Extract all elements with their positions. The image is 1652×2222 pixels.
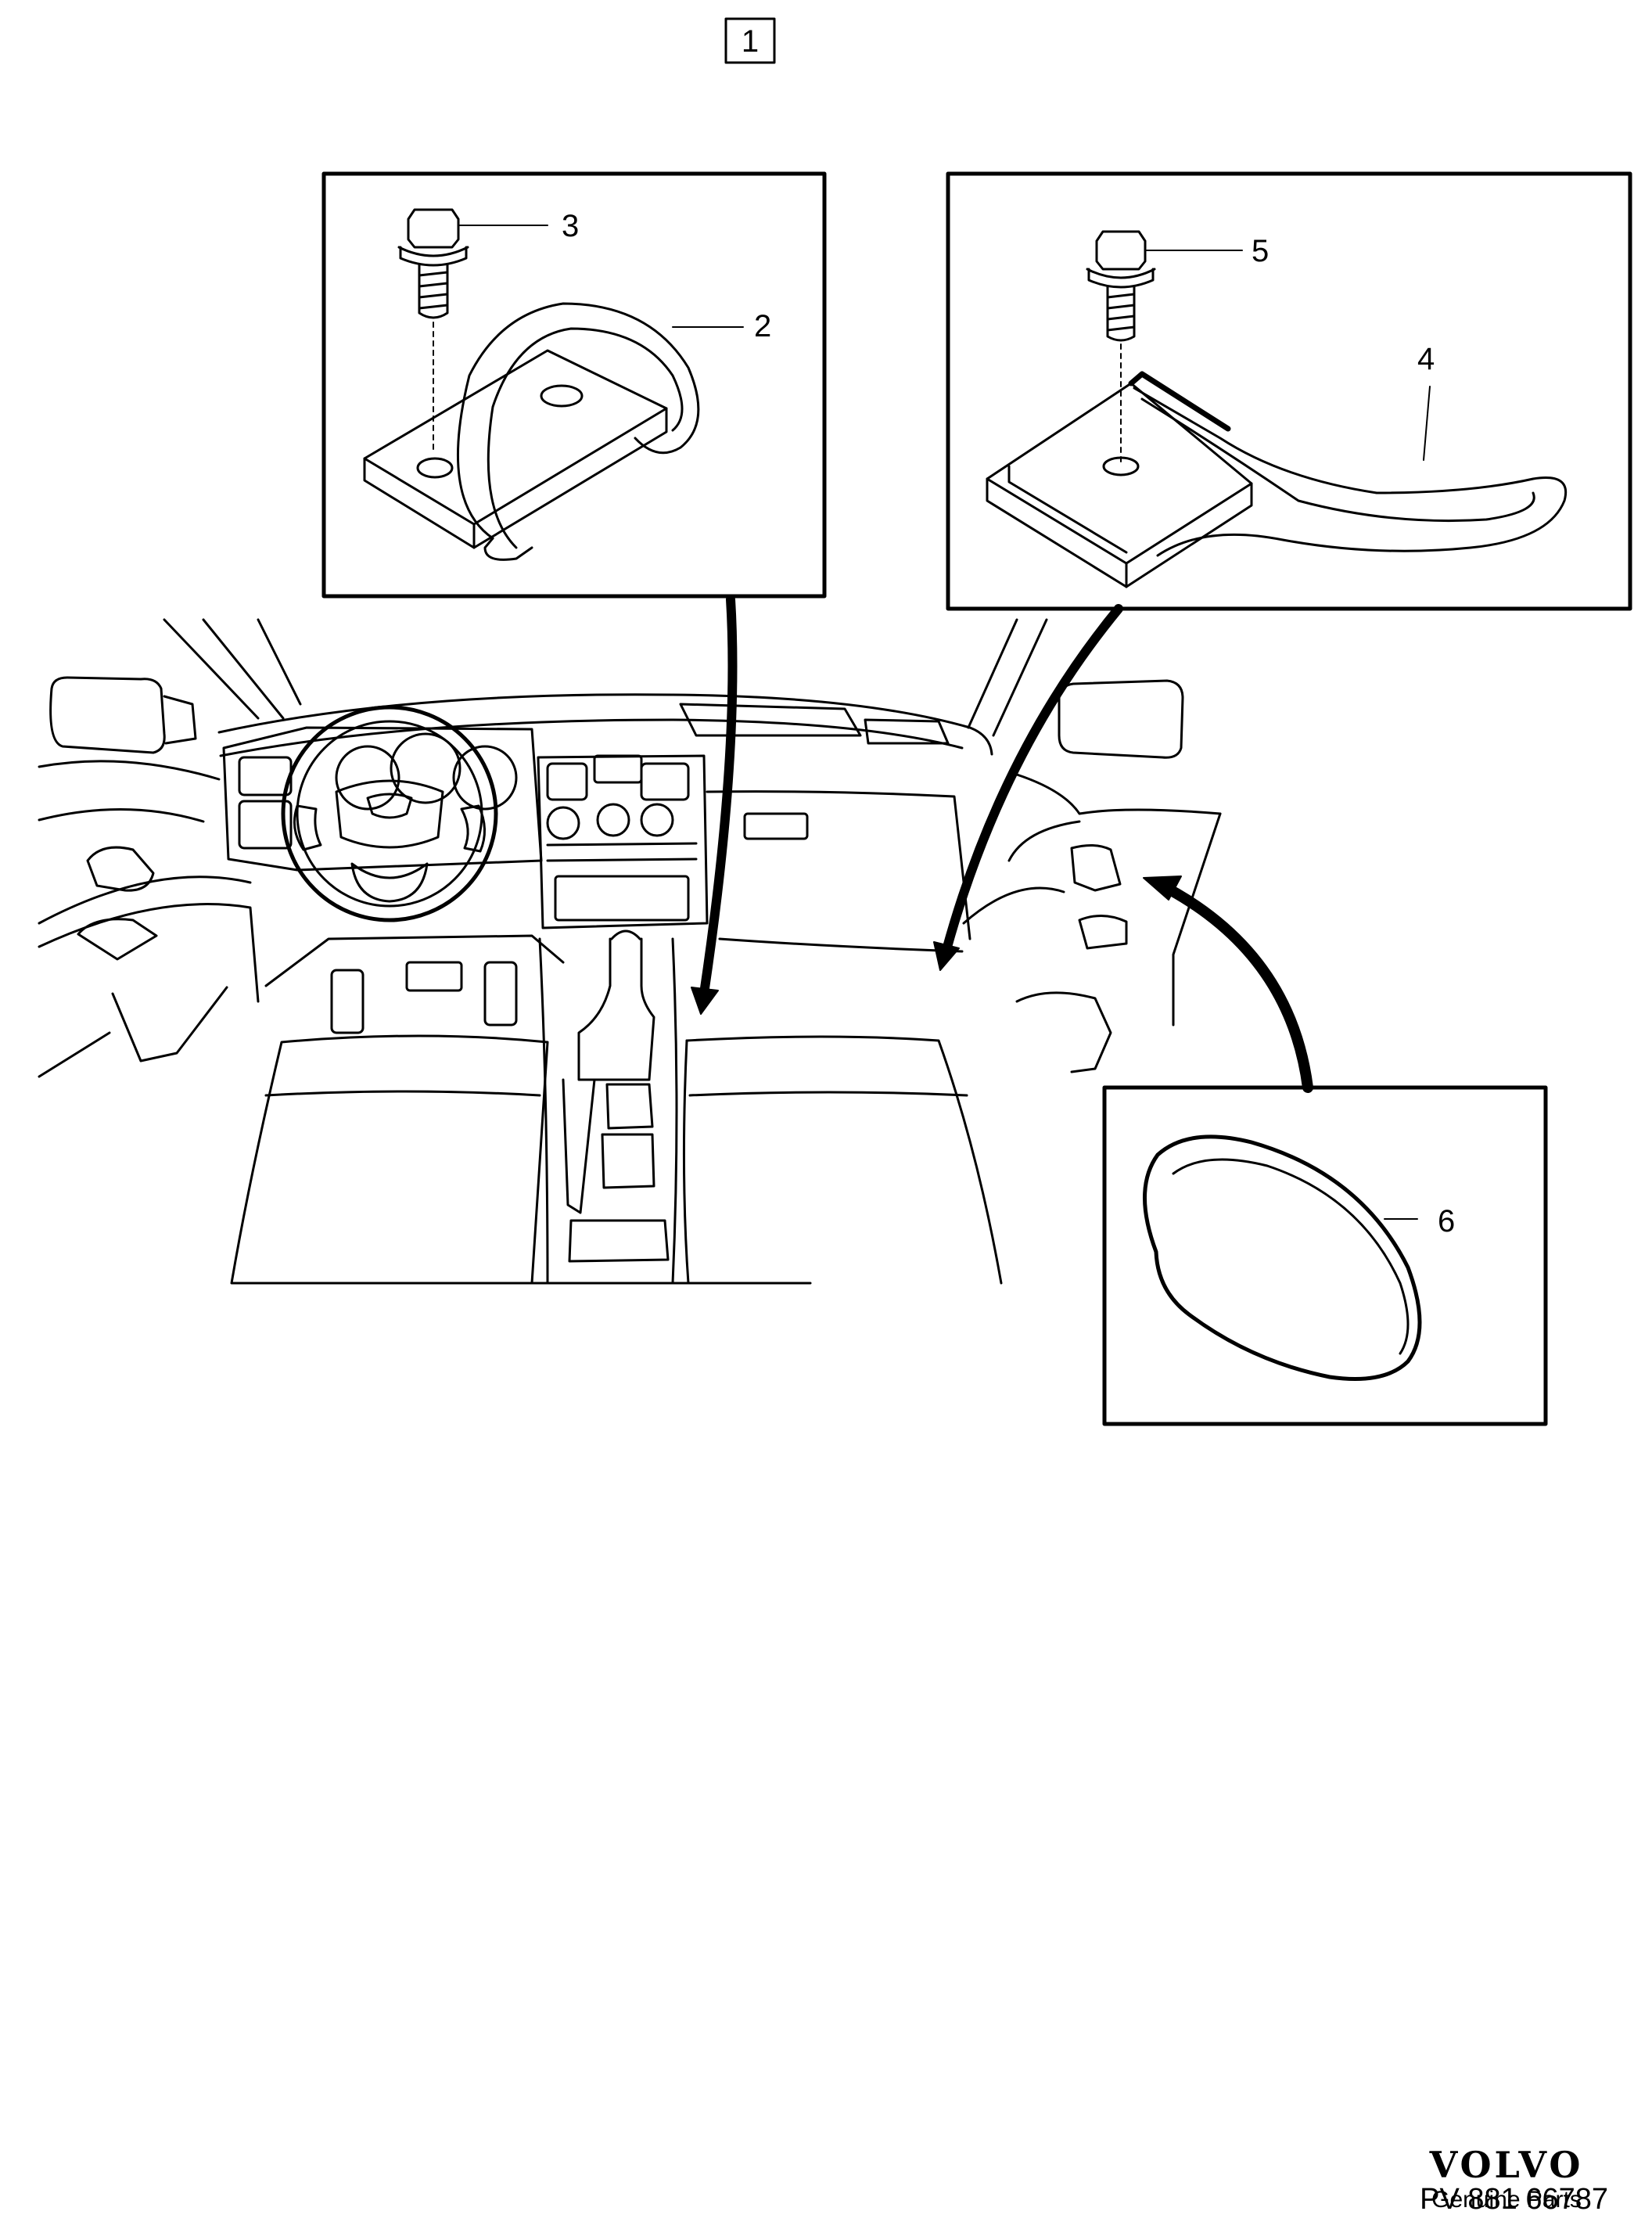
callout-6: 6 <box>1438 1204 1455 1239</box>
callout-5: 5 <box>1252 234 1269 268</box>
arrow-to-right-footwell <box>942 604 1123 955</box>
bolt-5-drawing <box>1086 230 1243 462</box>
detail-box-bracket-2: 3 2 <box>321 171 827 599</box>
callout-3: 3 <box>562 209 579 243</box>
brand-subtitle: Genuine Parts <box>1431 2187 1582 2213</box>
bolt-3-drawing <box>397 208 548 455</box>
pointer-arrows <box>691 595 1313 1093</box>
bracket-2-drawing <box>363 302 744 561</box>
callout-2: 2 <box>754 309 771 343</box>
cover-6-drawing <box>1143 1134 1422 1381</box>
sheet-number-text: 1 <box>742 24 759 59</box>
detail-box-cover-6: 6 <box>1102 1085 1548 1426</box>
arrow-to-left-footwell <box>699 595 738 998</box>
sheet-number: 1 <box>724 17 776 64</box>
car-interior-overview <box>38 618 1222 1285</box>
arrow-to-door-panel <box>1160 882 1313 1093</box>
brand-block: VOLVO Genuine Parts <box>1405 2145 1608 2216</box>
strap-4-drawing <box>986 371 1567 588</box>
callout-4: 4 <box>1417 342 1435 376</box>
detail-box-strap-4: 5 4 <box>946 171 1632 611</box>
volvo-logo: VOLVO <box>1429 2144 1584 2186</box>
drawing-reference: PV 881 66787 <box>1420 2183 1608 2216</box>
